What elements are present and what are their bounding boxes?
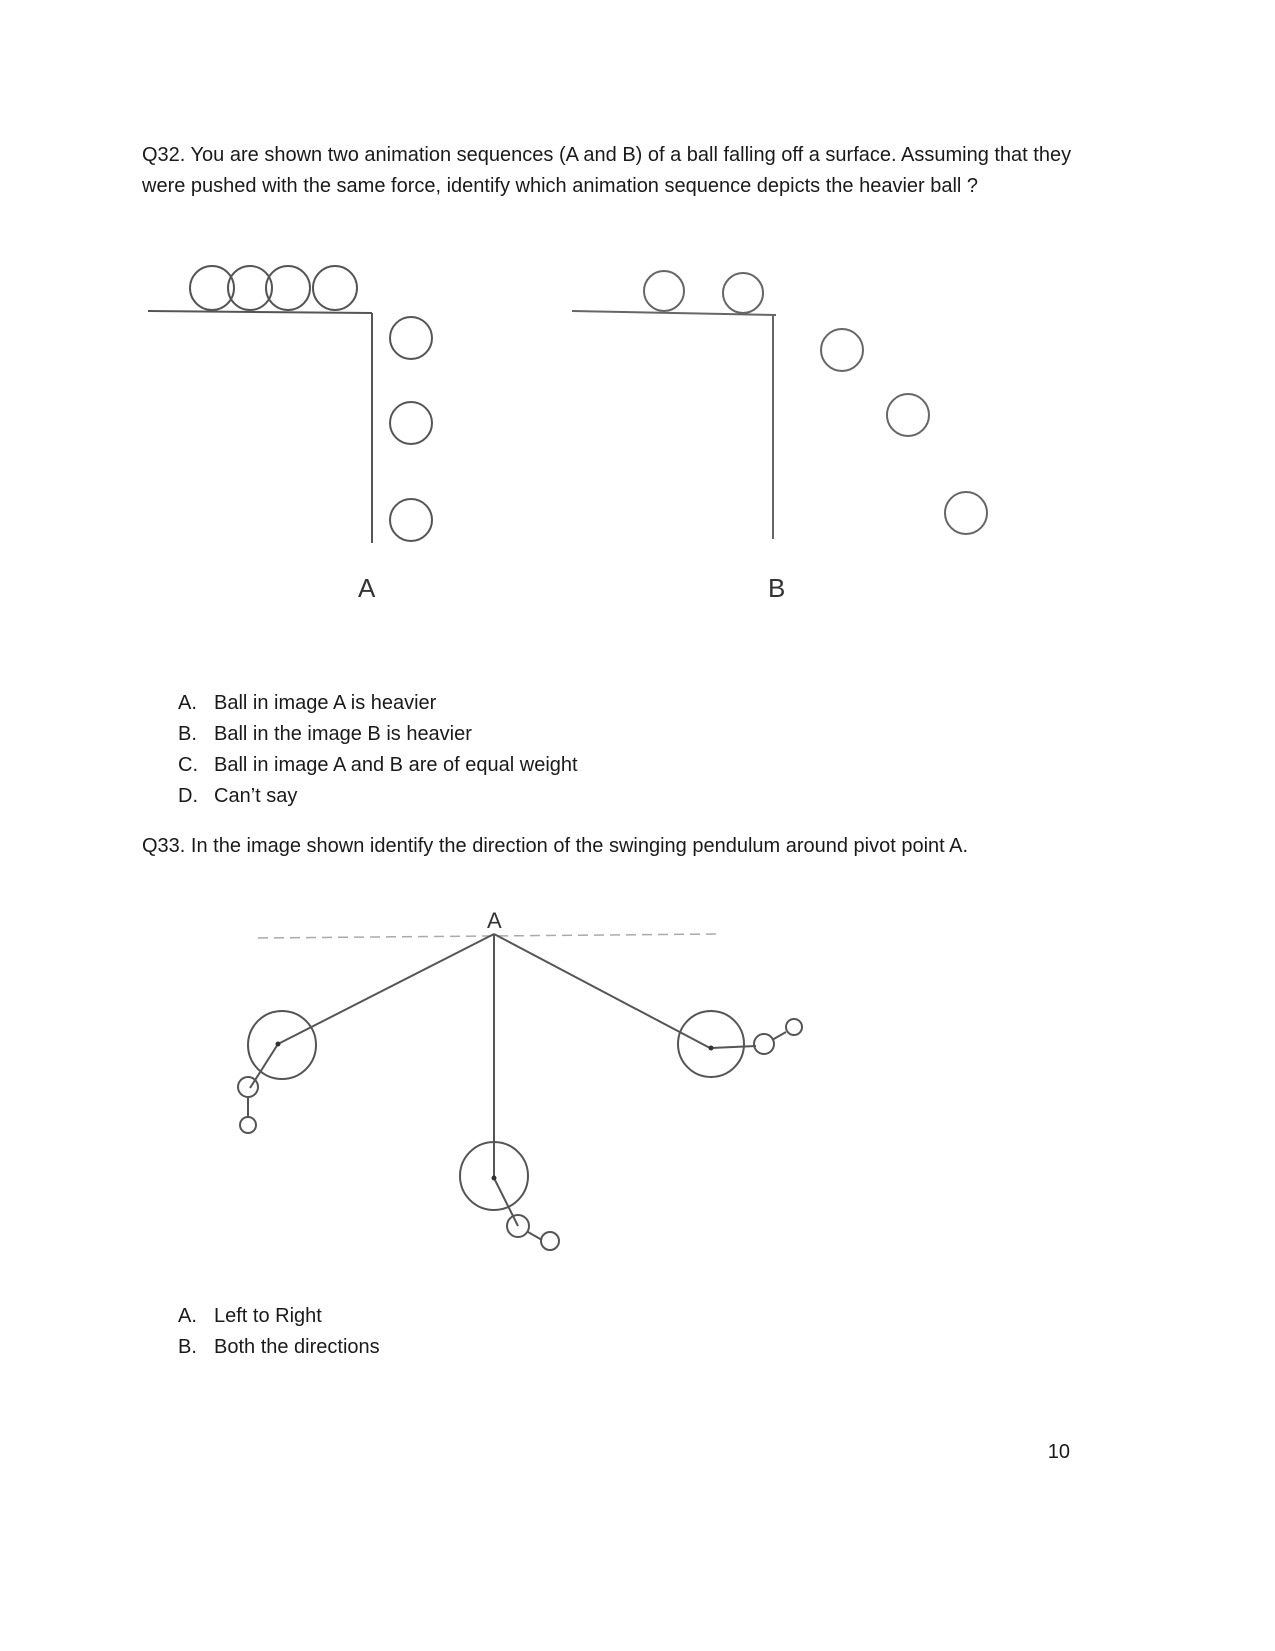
ball-a-3 [265, 265, 311, 311]
ball-a-4 [312, 265, 358, 311]
question-32-text: Q32. You are shown two animation sequenc… [142, 144, 1072, 197]
option-a[interactable]: A. Ball in image A is heavier [178, 688, 578, 719]
q33-figure: A [237, 908, 803, 1251]
ball-b-4 [886, 393, 930, 437]
ball-b-1 [643, 270, 685, 312]
sequence-b-drawing [571, 270, 988, 539]
option-b[interactable]: B. Ball in the image B is heavier [178, 719, 578, 750]
ball-a-2 [227, 265, 273, 311]
option-letter: D. [178, 785, 198, 807]
q32-figure: A B [147, 265, 988, 603]
pendulum-middle [459, 934, 560, 1251]
option-text: Ball in image A and B are of equal weigh… [214, 754, 578, 776]
option-text: Can’t say [214, 785, 298, 807]
question-33-text: Q33. In the image shown identify the dir… [142, 835, 969, 857]
ball-a-7 [389, 498, 433, 542]
ball-a-5 [389, 316, 433, 360]
option-b[interactable]: B. Both the directions [178, 1332, 380, 1363]
option-letter: A. [178, 692, 197, 714]
surface-line-a [147, 310, 373, 314]
surface-line-b [571, 310, 777, 316]
option-text: Ball in the image B is heavier [214, 723, 472, 745]
option-letter: B. [178, 1336, 197, 1358]
sequence-a-drawing [147, 265, 433, 543]
option-letter: B. [178, 723, 197, 745]
figure-label-a: A [358, 573, 376, 603]
option-c[interactable]: C. Ball in image A and B are of equal wei… [178, 750, 578, 781]
option-a[interactable]: A. Left to Right [178, 1301, 380, 1332]
ball-b-3 [820, 328, 864, 372]
option-letter: C. [178, 754, 198, 776]
pivot-label: A [487, 908, 502, 933]
option-text: Ball in image A is heavier [214, 692, 437, 714]
q32-options: A. Ball in image A is heavier B. Ball in t… [178, 688, 578, 812]
option-letter: A. [178, 1305, 197, 1327]
option-text: Left to Right [214, 1305, 322, 1327]
q33-options: A. Left to Right B. Both the directions [178, 1301, 380, 1363]
figure-label-b: B [768, 573, 785, 603]
option-text: Both the directions [214, 1336, 380, 1358]
ball-a-6 [389, 401, 433, 445]
ball-b-2 [722, 272, 764, 314]
ball-b-5 [944, 491, 988, 535]
option-d[interactable]: D. Can’t say [178, 781, 578, 812]
pendulum-left [237, 933, 495, 1134]
pendulum-right [493, 933, 803, 1078]
ball-a-1 [189, 265, 235, 311]
page-number: 10 [1047, 1441, 1070, 1463]
